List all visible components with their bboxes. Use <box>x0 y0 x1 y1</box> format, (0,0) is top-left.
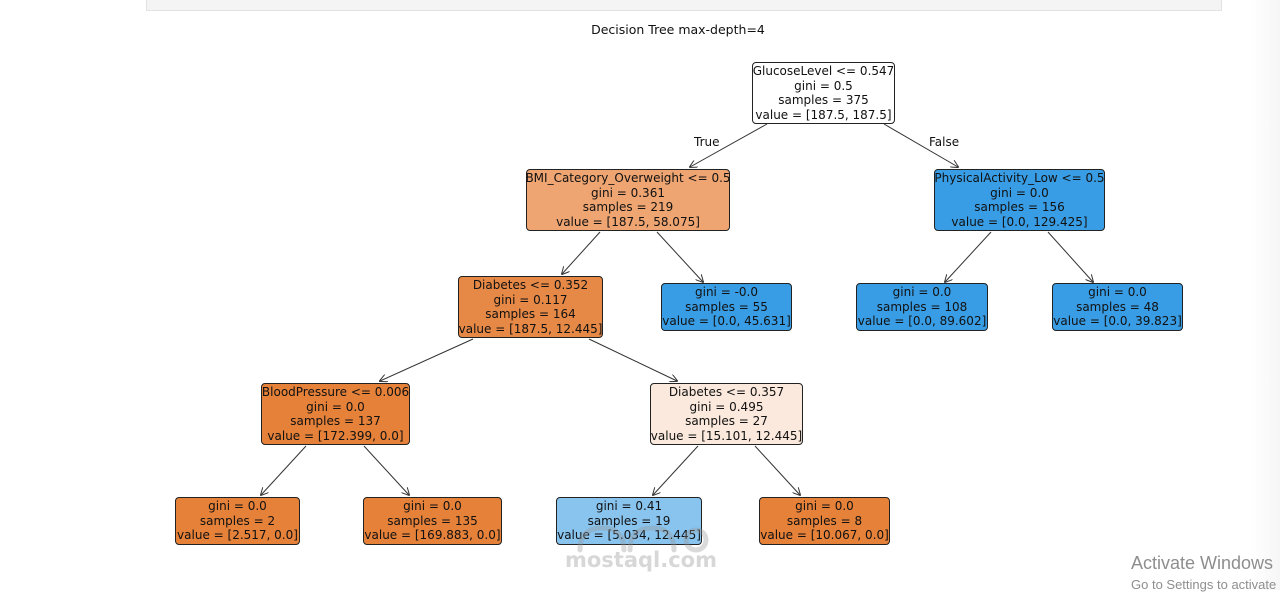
chart-title: Decision Tree max-depth=4 <box>591 22 765 37</box>
edge-label-true: True <box>694 135 720 149</box>
edge-n3-n8 <box>588 338 677 381</box>
watermark-logo-icon <box>577 525 709 553</box>
edge-n2-n6 <box>1047 231 1093 282</box>
edge-n7-n10 <box>363 445 409 495</box>
page-edge-shade <box>1250 0 1280 590</box>
activate-windows-title: Activate Windows <box>1131 553 1274 573</box>
edge-n3-n7 <box>380 338 474 381</box>
edge-n1-n4 <box>656 231 703 282</box>
edge-n2-n5 <box>945 231 992 282</box>
edge-n8-n12 <box>754 445 800 495</box>
edge-n8-n11 <box>653 445 699 495</box>
edge-label-false: False <box>929 135 960 149</box>
notebook-output-bar <box>146 0 1222 11</box>
edge-n0-n2 <box>883 123 958 167</box>
edge-n7-n9 <box>261 445 307 495</box>
activate-windows-notice: Activate Windows Go to Settings to activ… <box>1131 553 1280 592</box>
watermark-text: mostaql.com <box>565 548 717 572</box>
edge-n0-n1 <box>690 123 768 167</box>
edge-n1-n3 <box>562 231 601 274</box>
activate-windows-subtitle: Go to Settings to activate Windows. <box>1131 577 1280 592</box>
